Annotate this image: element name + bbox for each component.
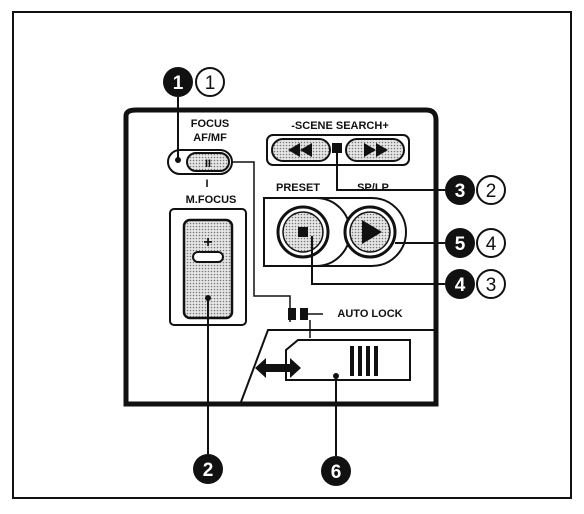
mfocus-tick: I [205,178,208,190]
auto-lock-label: AUTO LOCK [337,308,402,320]
callout-2-badge [193,454,223,484]
scene-search-rewind-button[interactable] [271,138,331,162]
slide-arrow-icon [255,358,301,378]
eject-slider[interactable] [285,339,411,381]
callout-1-outline-number: 1 [205,73,216,94]
auto-lock-indicator-left [288,308,296,320]
callout-4-leader [311,236,445,285]
callout-5-number: 5 [455,234,466,255]
scene-search-forward-button[interactable] [345,138,405,162]
scene-search-label: -SCENE SEARCH+ [291,120,389,132]
callout-5-outline-number: 4 [486,234,497,255]
auto-lock-indicator-right [300,308,308,320]
mfocus-label: M.FOCUS [186,194,237,206]
play-icon [362,220,382,244]
callout-6-number: 6 [331,462,342,483]
scene-search-center-mark [332,143,342,153]
door-edge [240,329,436,403]
focus-switch[interactable]: II [167,149,233,175]
callout-3-number: 3 [455,181,466,202]
callout-1-dot [175,157,181,163]
stop-square-icon [298,227,308,237]
callout-2-number: 2 [203,460,214,481]
callout-4-number: 4 [455,275,466,296]
focus-switch-glyph: II [205,158,211,170]
callout-4-outline [476,269,506,299]
plus-glyph: + [203,234,212,251]
callout-1-number: 1 [173,73,184,94]
callout-3-badge [445,175,475,205]
callout-5-badge [445,228,475,258]
callout-1-outline [195,67,225,97]
callout-4-badge [445,269,475,299]
splp-label: SP/LP [357,182,389,194]
af-mf-label: AF/MF [193,132,227,144]
callout-4-outline-number: 3 [486,275,497,296]
callout-3-outline-number: 2 [486,181,497,202]
slider-grip-lines [350,346,378,376]
callout-3-leader [336,152,445,191]
callout-6-badge [321,456,351,486]
callout-5-outline [476,228,506,258]
mfocus-rocker[interactable]: + [182,218,234,320]
rewind-icon [288,143,312,157]
splp-play-button[interactable] [343,205,397,259]
preset-button[interactable] [276,205,330,259]
fast-forward-icon [364,143,388,157]
preset-label: PRESET [276,182,320,194]
auto-lock-leader [232,161,291,322]
callout-6-dot [333,373,339,379]
focus-label: FOCUS [191,118,230,130]
callout-2-dot [205,295,211,301]
callout-1-badge [163,67,193,97]
callout-3-outline [476,175,506,205]
